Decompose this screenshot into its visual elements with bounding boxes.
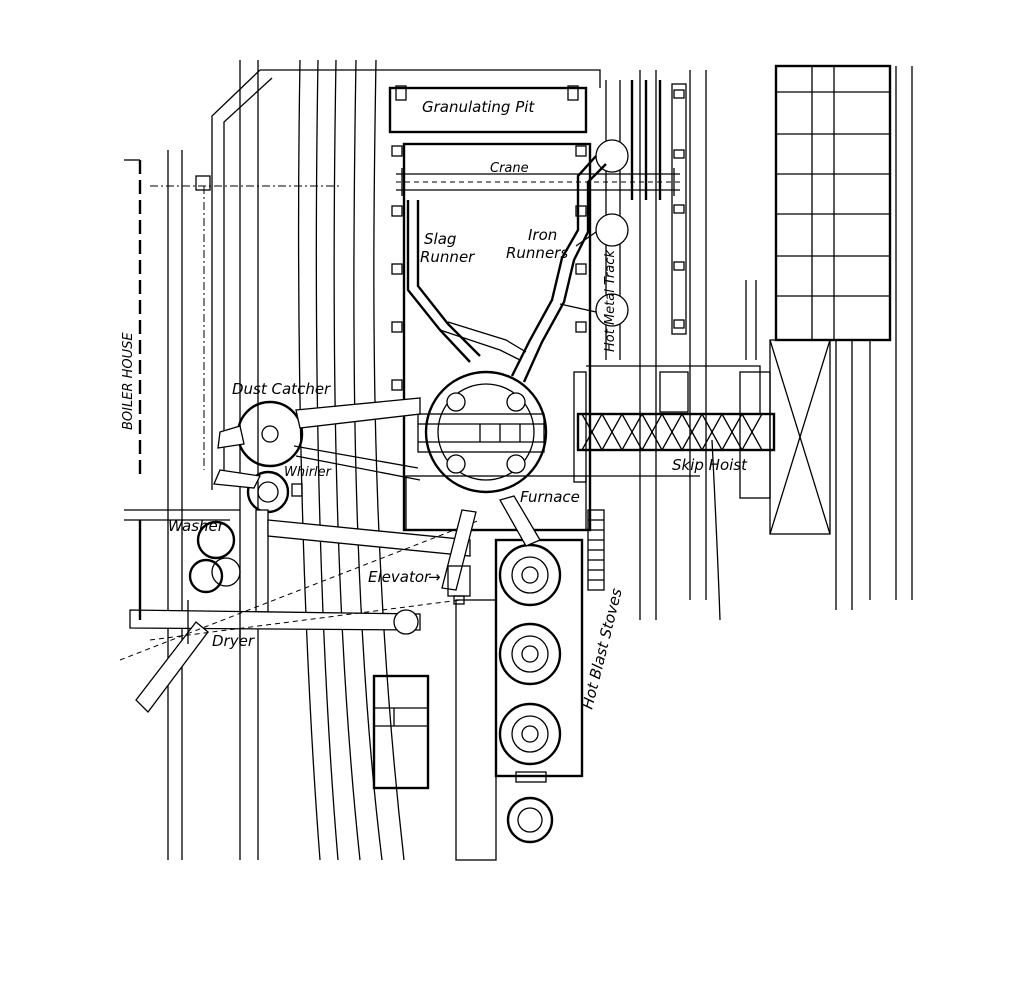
elevator: [441, 509, 477, 605]
crane: [396, 168, 680, 196]
iron-runners-label-line1: Iron: [528, 226, 557, 244]
dust-catcher: [217, 397, 421, 481]
cast-house-floor: [391, 142, 592, 532]
washer-label: Washer: [168, 517, 225, 535]
dryer-label: Dryer: [212, 632, 255, 650]
whirler-label: Whirler: [284, 465, 333, 480]
iron-runners-label-line2: Runners: [506, 244, 568, 262]
crane-label: Crane: [490, 161, 529, 176]
railway-tracks: [167, 59, 913, 861]
elevator-label: Elevator: [368, 568, 431, 586]
ore-bins-grid: [745, 64, 892, 535]
granulating-pit: [211, 69, 601, 490]
labels: Granulating Pit Crane Slag Runner Iron R…: [121, 98, 748, 711]
elevator-arrow: →: [428, 568, 441, 586]
washer: [188, 509, 471, 613]
small-building: [372, 674, 430, 790]
boiler-house-wall: [124, 159, 340, 620]
stair: [587, 509, 605, 591]
whirler: [213, 469, 303, 514]
slag-runner: [406, 200, 527, 363]
dust-catcher-label: Dust Catcher: [232, 380, 331, 398]
furnace-label: Furnace: [520, 488, 580, 506]
skip-hoist-label: Skip Hoist: [672, 456, 748, 474]
slag-runner-label-line2: Runner: [420, 248, 475, 266]
slag-runner-label-line1: Slag: [424, 230, 456, 248]
dryer: [119, 519, 481, 713]
hot-blast-stoves: [455, 495, 584, 861]
hot-metal-track-label: Hot Metal Track: [603, 250, 618, 352]
skip-hoist: [573, 365, 776, 499]
hot-blast-stoves-label: Hot Blast Stoves: [578, 586, 625, 711]
iron-runners: [510, 155, 607, 383]
furnace: [405, 370, 587, 531]
granulating-pit-label: Granulating Pit: [422, 98, 535, 116]
boiler-house-label: BOILER HOUSE: [121, 332, 136, 430]
